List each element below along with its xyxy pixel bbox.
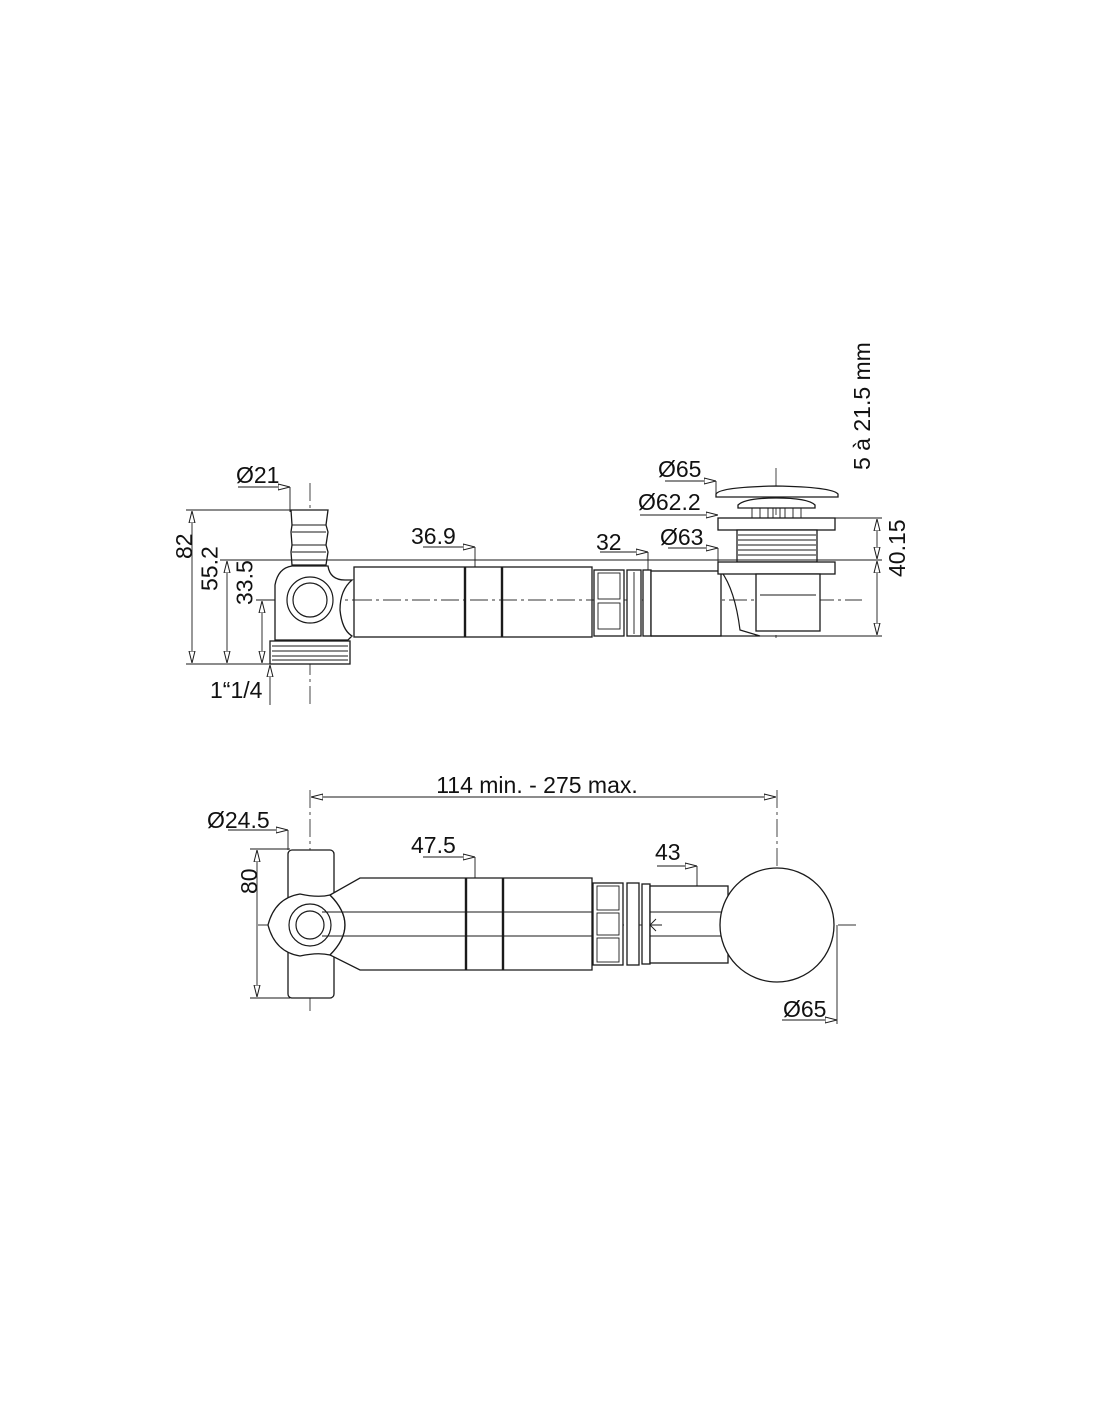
drain-height-label: 40.15 [884, 519, 910, 577]
length-range-label: 114 min. - 275 max. [436, 772, 638, 798]
dimensions-side [186, 481, 882, 705]
coupler [593, 569, 761, 637]
hose-diameter-label: Ø21 [236, 462, 279, 488]
side-view: Ø21 82 55.2 33.5 1“1/4 36.9 32 Ø63 Ø65 Ø… [171, 342, 910, 708]
pipe-length-label: 47.5 [411, 832, 456, 858]
elbow-body [269, 565, 354, 665]
height-total-label: 82 [171, 533, 197, 559]
outlet-diameter-label: Ø63 [660, 524, 703, 550]
pipe-diameter-label: 43 [655, 839, 681, 865]
adjust-range-label: 5 à 21.5 mm [849, 342, 875, 470]
height-axis-label: 33.5 [232, 560, 258, 605]
dimensions-top [228, 797, 838, 1024]
cap-diameter-label: Ø65 [783, 996, 826, 1022]
drain-cap [719, 867, 835, 983]
pipe-length-label: 36.9 [411, 523, 456, 549]
drain-valve [715, 485, 839, 632]
tee-diameter-label: Ø24.5 [207, 807, 270, 833]
hose-nozzle [290, 509, 329, 566]
thread-label: 1“1/4 [210, 677, 263, 703]
pipe [353, 566, 593, 638]
height-axis-top-label: 55.2 [197, 546, 223, 591]
tee-body [267, 849, 346, 999]
top-view: 114 min. - 275 max. Ø24.5 80 47.5 43 Ø65 [207, 772, 856, 1024]
flange-diameter-label: Ø62.2 [638, 489, 701, 515]
pipe [322, 877, 593, 971]
cap-diameter-label: Ø65 [658, 456, 701, 482]
width-label: 80 [236, 868, 262, 894]
coupler [592, 882, 729, 966]
pipe-diameter-label: 32 [596, 529, 622, 555]
